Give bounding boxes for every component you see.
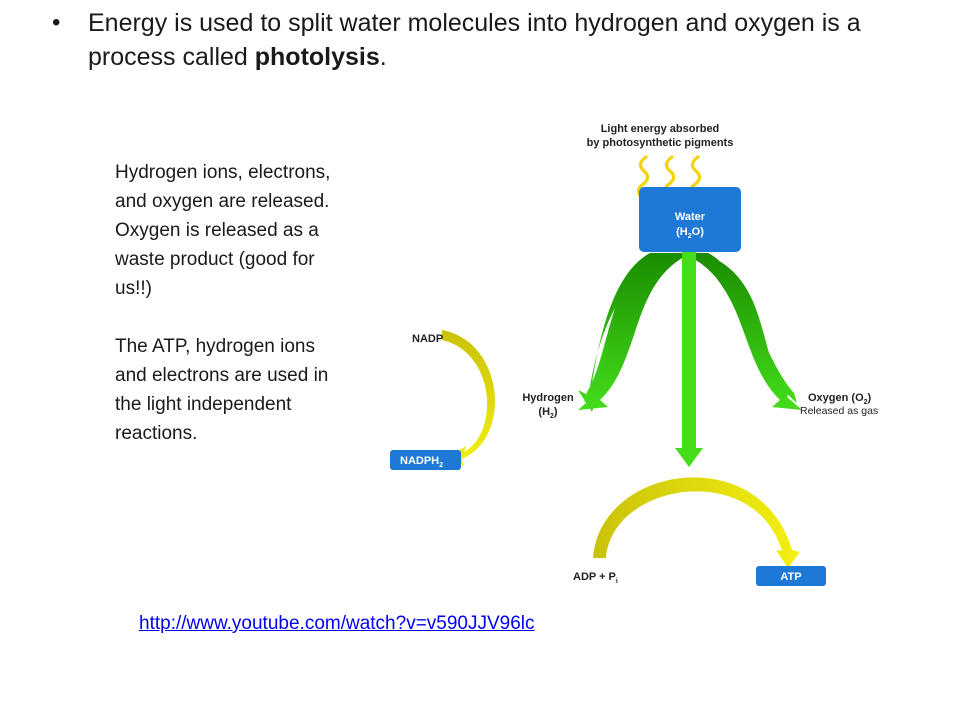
atp-label: ATP [780, 571, 801, 583]
hydrogen-label: Hydrogen [522, 392, 574, 404]
nadp-label: NADP [412, 333, 443, 345]
water-label: Water [675, 211, 706, 223]
side-paragraph-1: Hydrogen ions, electrons, and oxygen are… [115, 162, 331, 299]
light-label-line2: by photosynthetic pigments [587, 137, 734, 149]
nadp-arc [442, 330, 495, 467]
water-box [639, 187, 741, 252]
central-arrow-head [675, 448, 703, 467]
side-text-block: Hydrogen ions, electrons, and oxygen are… [115, 158, 337, 448]
bullet-text-end: . [379, 43, 387, 71]
bullet-text: Energy is used to split water molecules … [88, 6, 908, 74]
nadph2-box [390, 450, 461, 470]
green-arc-right [682, 253, 802, 410]
oxygen-note: Released as gas [800, 405, 878, 417]
atp-arc [593, 477, 800, 568]
hydrogen-formula: (H2) [538, 406, 558, 420]
bullet-dot: • [52, 9, 61, 36]
nadph2-label: NADPH2 [400, 455, 443, 469]
water-formula: (H2O) [676, 226, 704, 240]
youtube-link[interactable]: http://www.youtube.com/watch?v=v590JJV96… [139, 613, 535, 634]
atp-box [756, 566, 826, 586]
photolysis-diagram: Light energy absorbed by photosynthetic … [390, 123, 878, 586]
central-arrow-shaft [682, 250, 696, 450]
adp-label: ADP + Pi [573, 571, 618, 585]
oxygen-label: Oxygen (O2) [808, 392, 872, 406]
bullet-text-main: Energy is used to split water molecules … [88, 9, 861, 71]
side-paragraph-2: The ATP, hydrogen ions and electrons are… [115, 336, 329, 444]
light-label-line1: Light energy absorbed [601, 123, 720, 135]
bullet-bold-term: photolysis [254, 43, 380, 71]
green-arc-left [578, 253, 692, 410]
